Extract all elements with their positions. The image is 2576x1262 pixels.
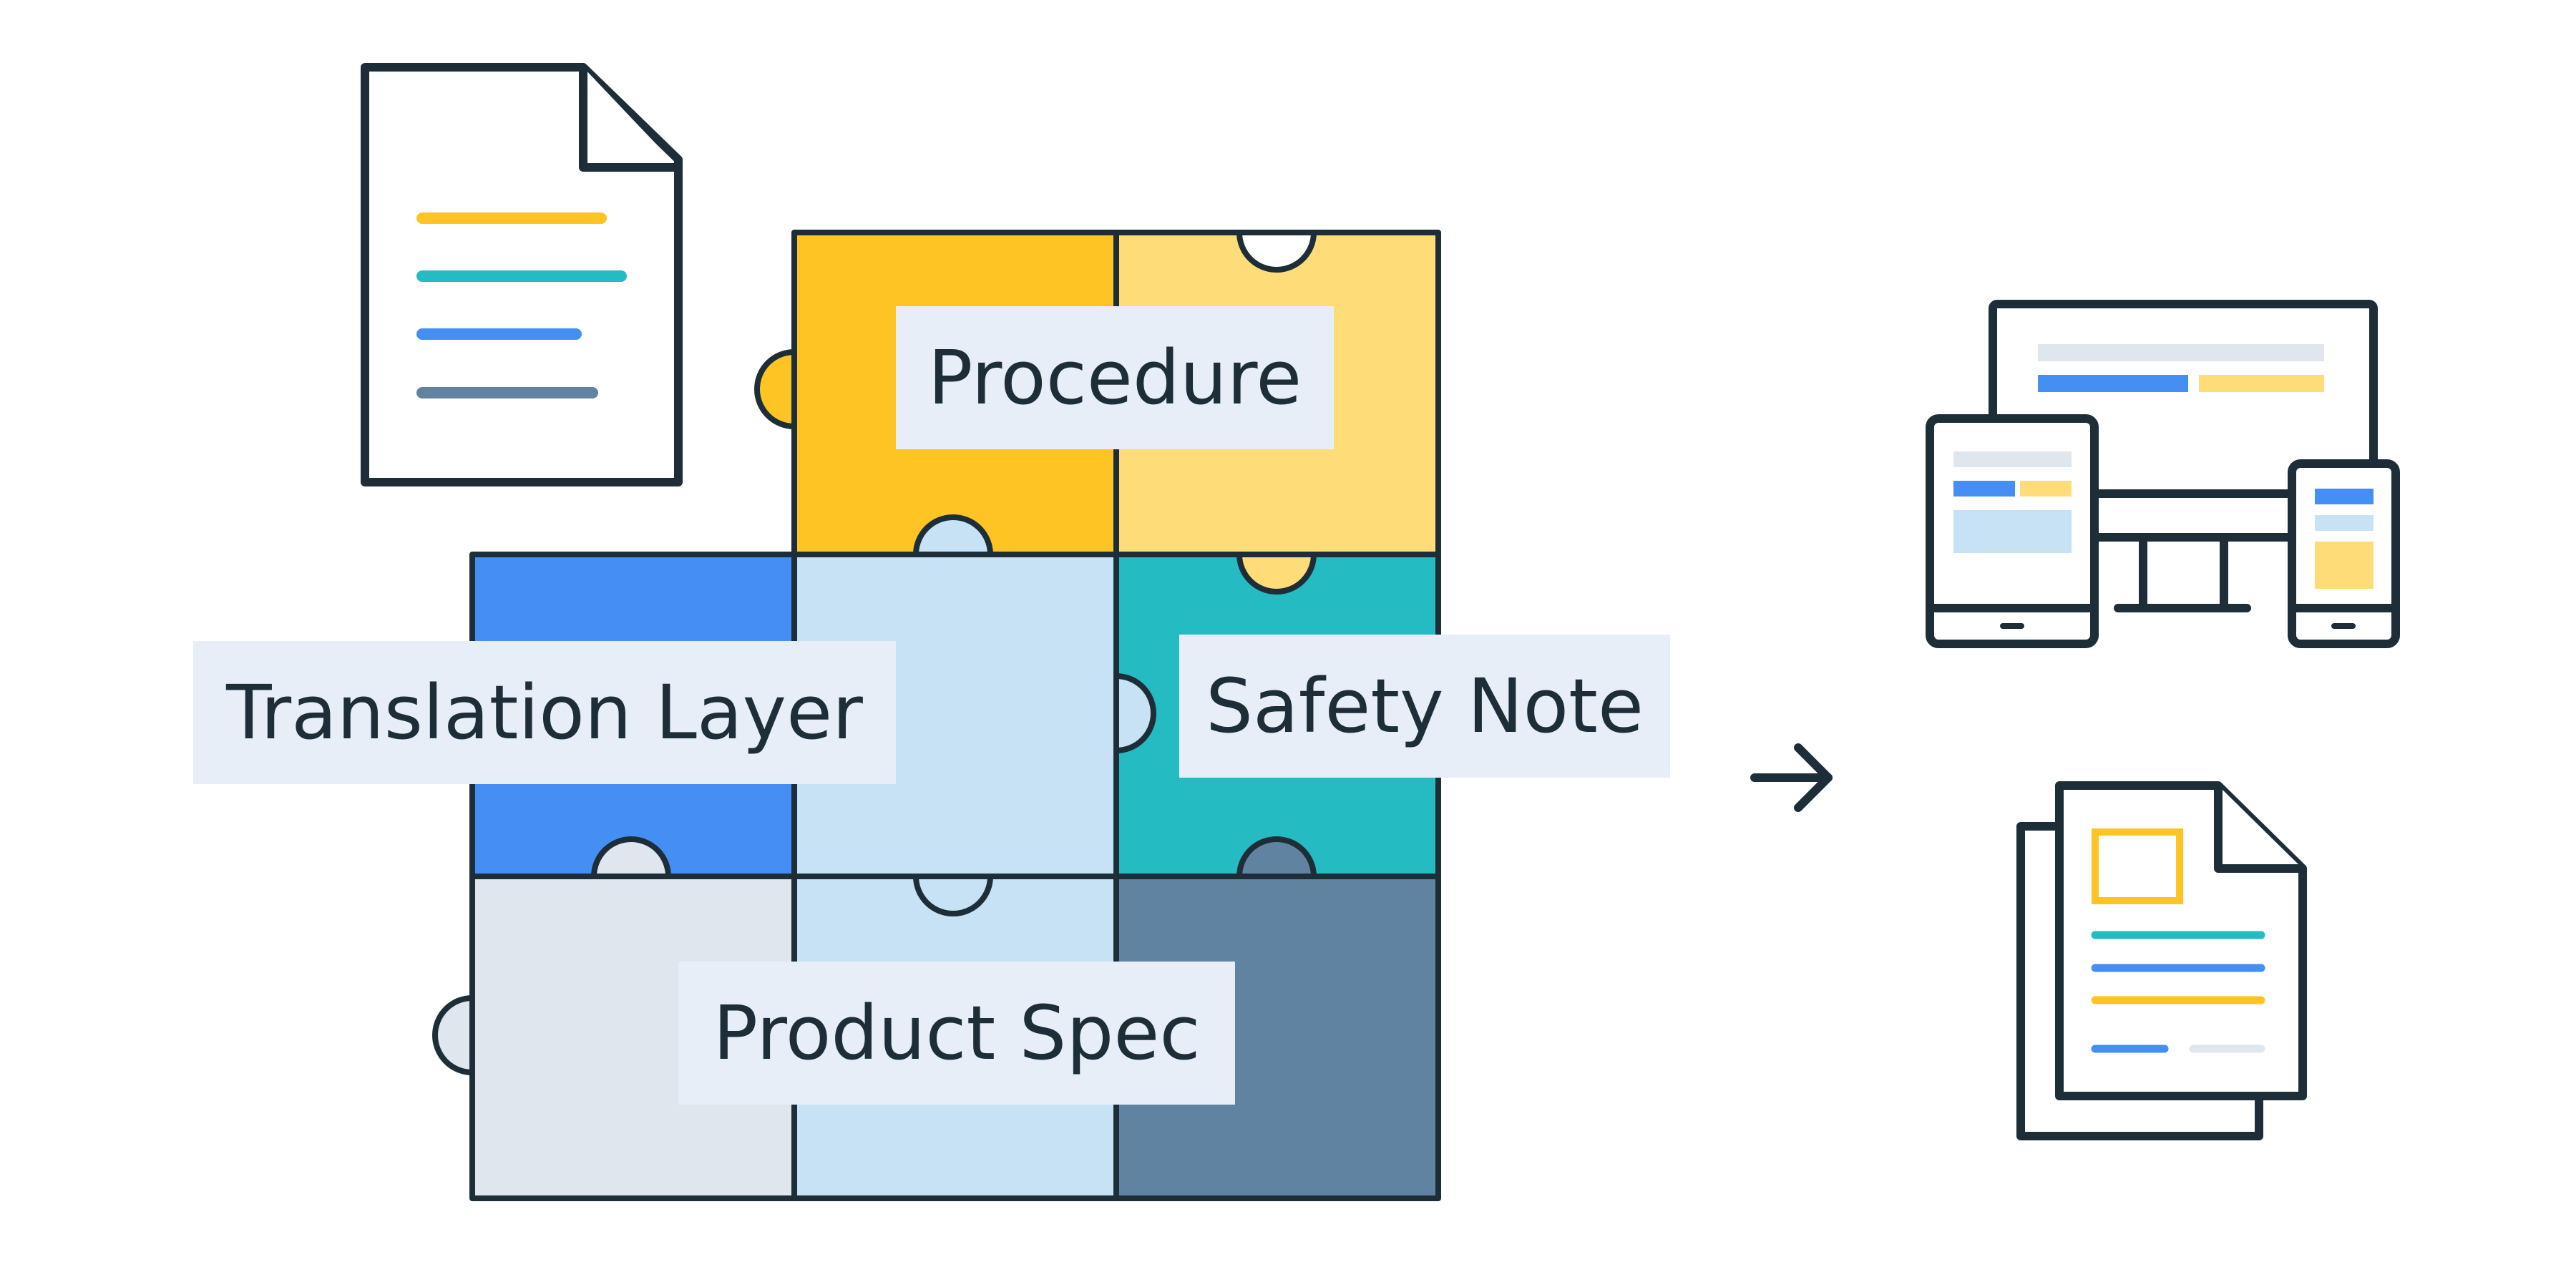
label-procedure-text: Procedure [928, 334, 1302, 421]
documents-icon [2016, 781, 2307, 1140]
puzzle-knobs [432, 230, 1317, 1076]
label-product-spec: Product Spec [678, 962, 1235, 1105]
document-text-lines [416, 212, 627, 398]
arrow-right-icon [1750, 743, 1833, 812]
label-product-spec-text: Product Spec [713, 989, 1200, 1077]
multi-device-icon [1926, 300, 2400, 648]
label-translation-layer: Translation Layer [193, 641, 896, 784]
label-procedure: Procedure [896, 306, 1334, 449]
label-safety-note: Safety Note [1179, 635, 1670, 778]
label-safety-note-text: Safety Note [1206, 662, 1644, 750]
label-translation-layer-text: Translation Layer [225, 669, 863, 756]
